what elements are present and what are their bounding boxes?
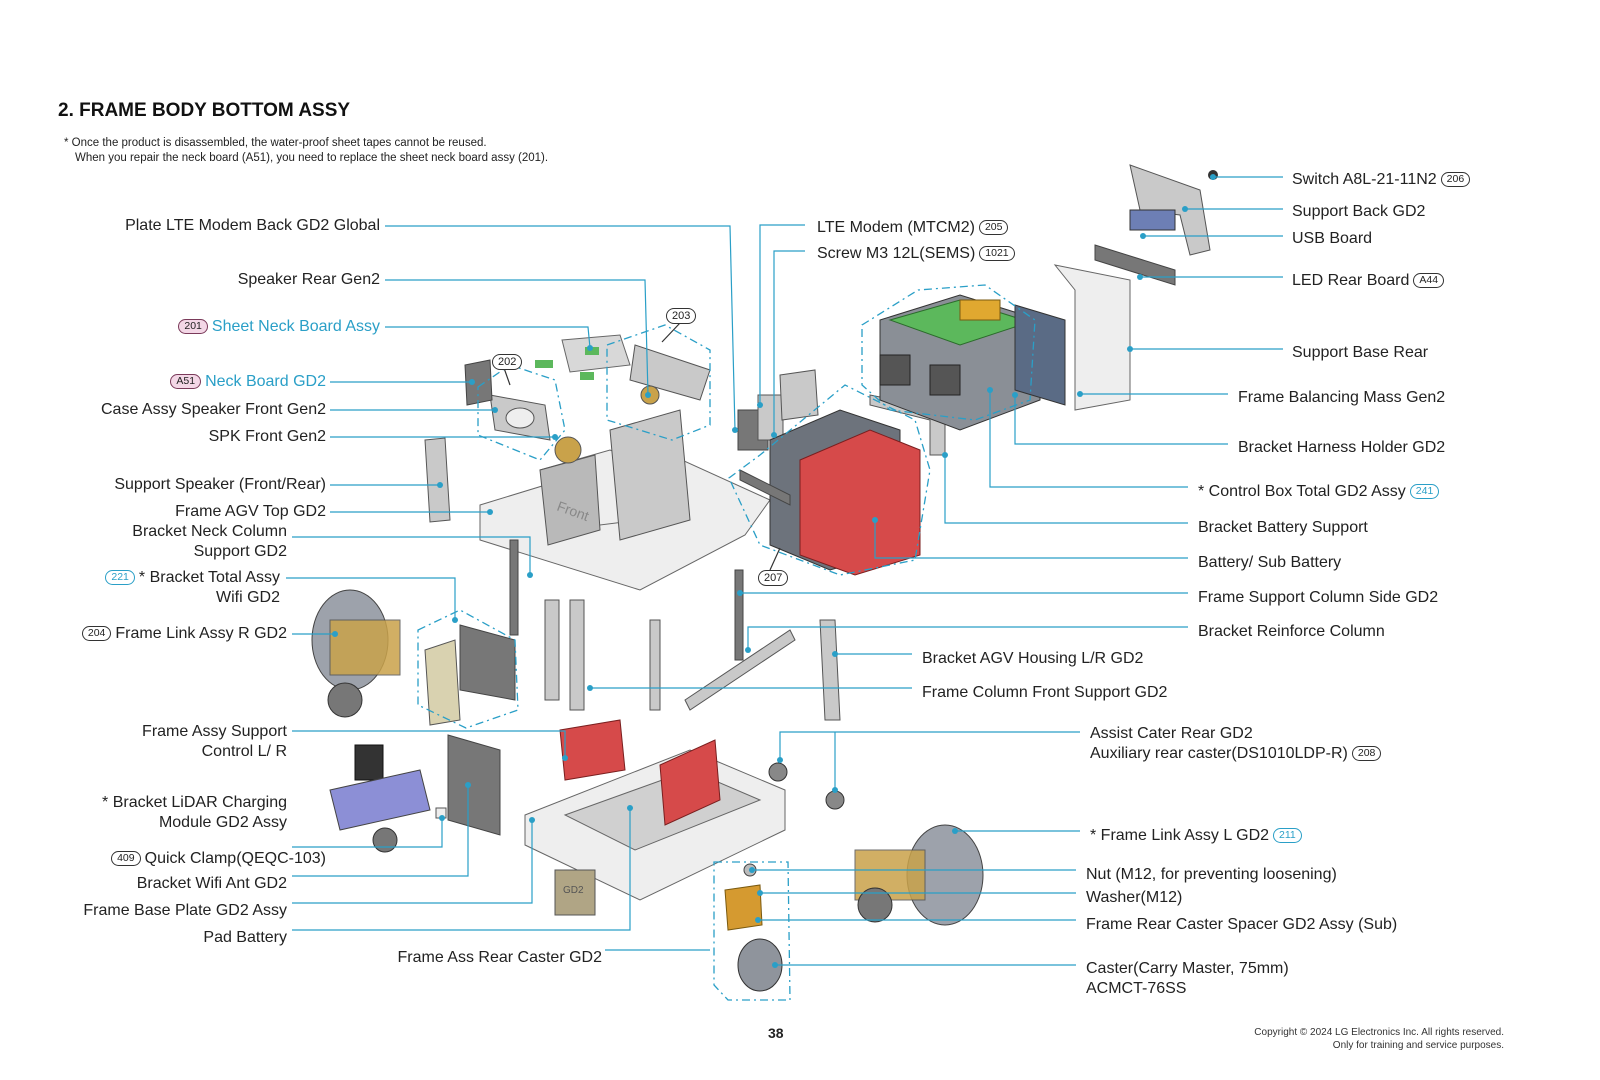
- badge-a51: A51: [170, 374, 202, 389]
- battery-small-2: [659, 739, 721, 826]
- lte-modem-text: LTE Modem (MTCM2): [817, 219, 975, 236]
- label-support-speaker: Support Speaker (Front/Rear): [114, 476, 326, 493]
- label-frame-ass-rear-caster: Frame Ass Rear Caster GD2: [397, 949, 603, 966]
- label-support-base-rear: Support Base Rear: [1292, 344, 1429, 361]
- badge-211: 211: [1273, 828, 1302, 843]
- label-frame-assy-support-2: Control L/ R: [201, 743, 287, 760]
- label-battery: Battery/ Sub Battery: [1198, 554, 1342, 571]
- label-nut: Nut (M12, for preventing loosening): [1086, 866, 1337, 883]
- label-frame-rear-caster-spacer: Frame Rear Caster Spacer GD2 Assy (Sub): [1086, 916, 1398, 933]
- copyright: Copyright © 2024 LG Electronics Inc. All…: [1254, 1026, 1504, 1052]
- gd2-engraving: GD2: [563, 885, 584, 896]
- label-frame-assy-support-1: Frame Assy Support: [142, 723, 287, 740]
- battery-small-1: [559, 719, 626, 781]
- label-bracket-battery: Bracket Battery Support: [1198, 519, 1368, 536]
- label-bracket-reinforce: Bracket Reinforce Column: [1198, 623, 1385, 640]
- label-frame-agv-top: Frame AGV Top GD2: [175, 503, 326, 520]
- note-line-1: * Once the product is disassembled, the …: [64, 137, 487, 149]
- label-frame-column-front: Frame Column Front Support GD2: [922, 684, 1168, 701]
- label-assist-cater-1: Assist Cater Rear GD2: [1090, 725, 1253, 742]
- badge-1021: 1021: [979, 246, 1015, 261]
- label-washer: Washer(M12): [1086, 889, 1183, 906]
- callout-203: 203: [666, 308, 697, 324]
- led-rear-text: LED Rear Board: [1292, 272, 1410, 289]
- battery-red: [799, 429, 921, 576]
- label-bracket-harness: Bracket Harness Holder GD2: [1238, 439, 1446, 456]
- badge-221: 221: [105, 570, 135, 585]
- sheet-neck-text: Sheet Neck Board Assy: [211, 318, 380, 335]
- switch-text: Switch A8L-21-11N2: [1292, 171, 1437, 188]
- label-lidar-1: * Bracket LiDAR Charging: [102, 794, 287, 811]
- label-caster-2: ACMCT-76SS: [1086, 980, 1187, 997]
- label-plate-lte-modem: Plate LTE Modem Back GD2 Global: [125, 217, 380, 234]
- label-frame-balancing: Frame Balancing Mass Gen2: [1238, 389, 1446, 406]
- label-spk-front: SPK Front Gen2: [208, 428, 326, 445]
- copyright-line-2: Only for training and service purposes.: [1332, 1040, 1504, 1051]
- label-caster-1: Caster(Carry Master, 75mm): [1086, 960, 1289, 977]
- badge-201: 201: [178, 319, 208, 334]
- callout-207: 207: [758, 570, 789, 586]
- label-speaker-rear: Speaker Rear Gen2: [237, 271, 380, 288]
- label-bracket-neck-1: Bracket Neck Column: [132, 523, 287, 540]
- badge-409: 409: [111, 851, 141, 866]
- note-line-2: When you repair the neck board (A51), yo…: [75, 152, 549, 164]
- label-lte-modem: LTE Modem (MTCM2)205: [817, 218, 1012, 238]
- label-bracket-wifi-2: Wifi GD2: [216, 589, 280, 606]
- label-pad-battery: Pad Battery: [203, 929, 287, 946]
- badge-208: 208: [1351, 746, 1382, 761]
- label-support-back: Support Back GD2: [1292, 203, 1426, 220]
- control-box-text: * Control Box Total GD2 Assy: [1198, 483, 1406, 500]
- page-number: 38: [768, 1025, 784, 1041]
- leader-lines: [286, 174, 1283, 968]
- assist-cater-text: Auxiliary rear caster(DS1010LDP-R): [1090, 745, 1348, 762]
- front-box: [539, 454, 601, 546]
- label-screw: Screw M3 12L(SEMS)1021: [817, 244, 1019, 264]
- bracket-wifi-text: * Bracket Total Assy: [138, 569, 280, 586]
- label-frame-support-column: Frame Support Column Side GD2: [1198, 589, 1439, 606]
- copyright-line-1: Copyright © 2024 LG Electronics Inc. All…: [1254, 1027, 1504, 1038]
- caster-spacer: [724, 884, 763, 931]
- badge-241: 241: [1409, 484, 1440, 499]
- label-lidar-2: Module GD2 Assy: [158, 814, 287, 831]
- quick-clamp-text: Quick Clamp(QEQC-103): [144, 850, 326, 867]
- label-usb-board: USB Board: [1292, 230, 1373, 247]
- label-bracket-agv: Bracket AGV Housing L/R GD2: [922, 650, 1144, 667]
- page-title: 2. FRAME BODY BOTTOM ASSY: [58, 100, 351, 121]
- frame-link-l-text: * Frame Link Assy L GD2: [1090, 827, 1270, 844]
- frame-link-r-text: Frame Link Assy R GD2: [115, 625, 287, 642]
- badge-205: 205: [978, 220, 1009, 235]
- label-bracket-wifi-1: 221* Bracket Total Assy: [101, 568, 280, 588]
- badge-206: 206: [1440, 172, 1471, 187]
- label-bracket-neck-2: Support GD2: [193, 543, 287, 560]
- label-frame-base-plate: Frame Base Plate GD2 Assy: [83, 902, 287, 919]
- screw-text: Screw M3 12L(SEMS): [817, 245, 976, 262]
- part-shapes: Front: [311, 164, 1218, 992]
- label-case-speaker: Case Assy Speaker Front Gen2: [101, 401, 326, 418]
- label-assist-cater-2: Auxiliary rear caster(DS1010LDP-R)208: [1090, 744, 1385, 764]
- lidar-module: [354, 744, 384, 781]
- badge-a44: A44: [1413, 273, 1445, 288]
- neck-board-text: Neck Board GD2: [205, 373, 326, 390]
- callout-202: 202: [492, 354, 523, 370]
- badge-204: 204: [81, 626, 112, 641]
- label-bracket-wifi-ant: Bracket Wifi Ant GD2: [136, 875, 287, 892]
